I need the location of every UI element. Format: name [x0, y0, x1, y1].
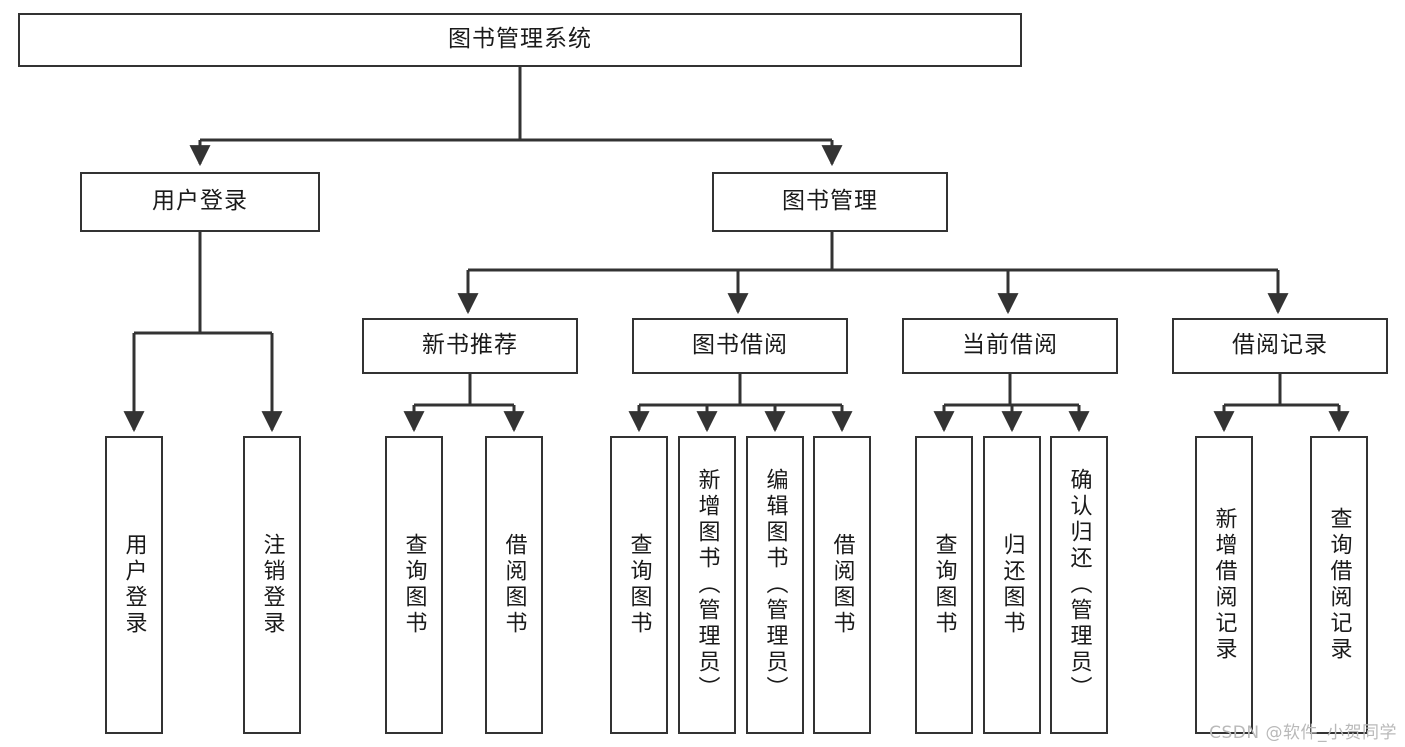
node-leaf-query-book-borrow[interactable]: 查询图书 — [610, 436, 668, 734]
node-label: 查询借阅记录 — [1326, 507, 1352, 663]
node-label: 查询图书 — [931, 533, 957, 637]
node-leaf-user-login[interactable]: 用户登录 — [105, 436, 163, 734]
node-new-book-recommend[interactable]: 新书推荐 — [362, 318, 578, 374]
node-label: 当前借阅 — [962, 332, 1058, 359]
node-leaf-return-book[interactable]: 归还图书 — [983, 436, 1041, 734]
node-leaf-borrow-book-recommend[interactable]: 借阅图书 — [485, 436, 543, 734]
node-label: 借阅记录 — [1232, 332, 1328, 359]
node-current-borrow[interactable]: 当前借阅 — [902, 318, 1118, 374]
node-label: 图书借阅 — [692, 332, 788, 359]
node-label: 图书管理 — [782, 188, 878, 215]
node-leaf-query-borrow-record[interactable]: 查询借阅记录 — [1310, 436, 1368, 734]
node-leaf-add-book-admin[interactable]: 新增图书（管理员） — [678, 436, 736, 734]
node-book-manage[interactable]: 图书管理 — [712, 172, 948, 232]
node-label: 借阅图书 — [829, 533, 855, 637]
node-leaf-query-book-recommend[interactable]: 查询图书 — [385, 436, 443, 734]
node-label: 归还图书 — [999, 533, 1025, 637]
node-leaf-query-book-current[interactable]: 查询图书 — [915, 436, 973, 734]
node-borrow-record[interactable]: 借阅记录 — [1172, 318, 1388, 374]
node-leaf-edit-book-admin[interactable]: 编辑图书（管理员） — [746, 436, 804, 734]
node-book-borrow[interactable]: 图书借阅 — [632, 318, 848, 374]
node-label: 编辑图书（管理员） — [762, 468, 788, 702]
node-user-login[interactable]: 用户登录 — [80, 172, 320, 232]
node-label: 新书推荐 — [422, 332, 518, 359]
node-leaf-add-borrow-record[interactable]: 新增借阅记录 — [1195, 436, 1253, 734]
node-label: 注销登录 — [259, 533, 285, 637]
node-label: 用户登录 — [121, 533, 147, 637]
node-label: 新增借阅记录 — [1211, 507, 1237, 663]
node-label: 用户登录 — [152, 188, 248, 215]
node-label: 查询图书 — [626, 533, 652, 637]
node-label: 查询图书 — [401, 533, 427, 637]
node-leaf-borrow-book[interactable]: 借阅图书 — [813, 436, 871, 734]
node-label: 图书管理系统 — [448, 26, 592, 53]
node-label: 确认归还（管理员） — [1066, 468, 1092, 702]
node-leaf-confirm-return-admin[interactable]: 确认归还（管理员） — [1050, 436, 1108, 734]
node-root-book-management-system[interactable]: 图书管理系统 — [18, 13, 1022, 67]
node-label: 新增图书（管理员） — [694, 468, 720, 702]
node-label: 借阅图书 — [501, 533, 527, 637]
node-leaf-user-logout[interactable]: 注销登录 — [243, 436, 301, 734]
watermark: CSDN @软件_小贺同学 — [1209, 723, 1397, 743]
